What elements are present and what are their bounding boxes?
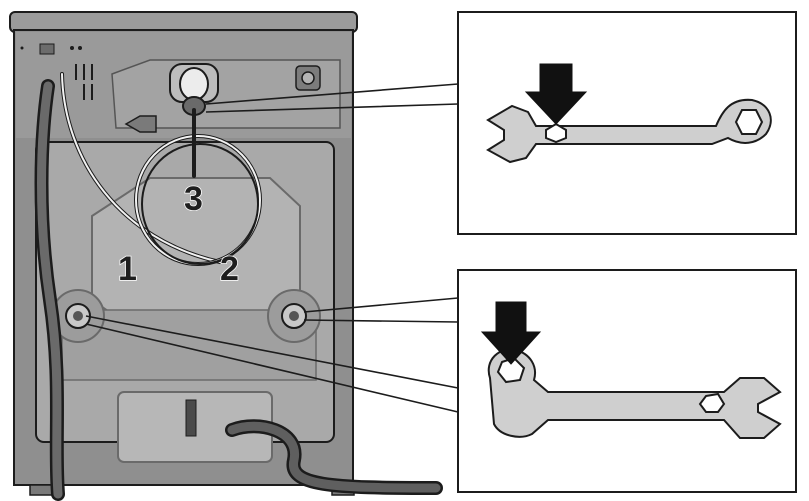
- top-connector-screw: [301, 71, 315, 85]
- hoses: [34, 72, 443, 501]
- inlet-valve: [179, 67, 209, 101]
- down-arrow-icon: [524, 63, 588, 125]
- leader-bottom-right-bolt: [303, 297, 459, 323]
- transport-bolt-left: [51, 289, 105, 343]
- wrench-icon: [486, 98, 772, 164]
- down-arrow-icon: [480, 301, 542, 365]
- callout-2: 2: [220, 250, 239, 288]
- callout-3: 3: [184, 180, 203, 218]
- vent-dot: [20, 46, 24, 50]
- leader-bottom-left-bolt: [85, 315, 459, 413]
- vent-square: [39, 43, 55, 55]
- callout-1: 1: [118, 250, 137, 288]
- leader-lines: [85, 83, 459, 413]
- vent-dot: [78, 46, 82, 50]
- vent-slots: [75, 64, 93, 100]
- washing-machine-back: [9, 11, 358, 496]
- flap-latch: [185, 399, 197, 437]
- top-detail-panel: [457, 11, 797, 235]
- transport-bolt-right: [267, 289, 321, 343]
- power-plug: [124, 115, 157, 133]
- bottom-detail-panel: [457, 269, 797, 493]
- vent-dot: [70, 46, 74, 50]
- foot-left: [29, 484, 53, 496]
- leader-top-panel: [205, 83, 459, 113]
